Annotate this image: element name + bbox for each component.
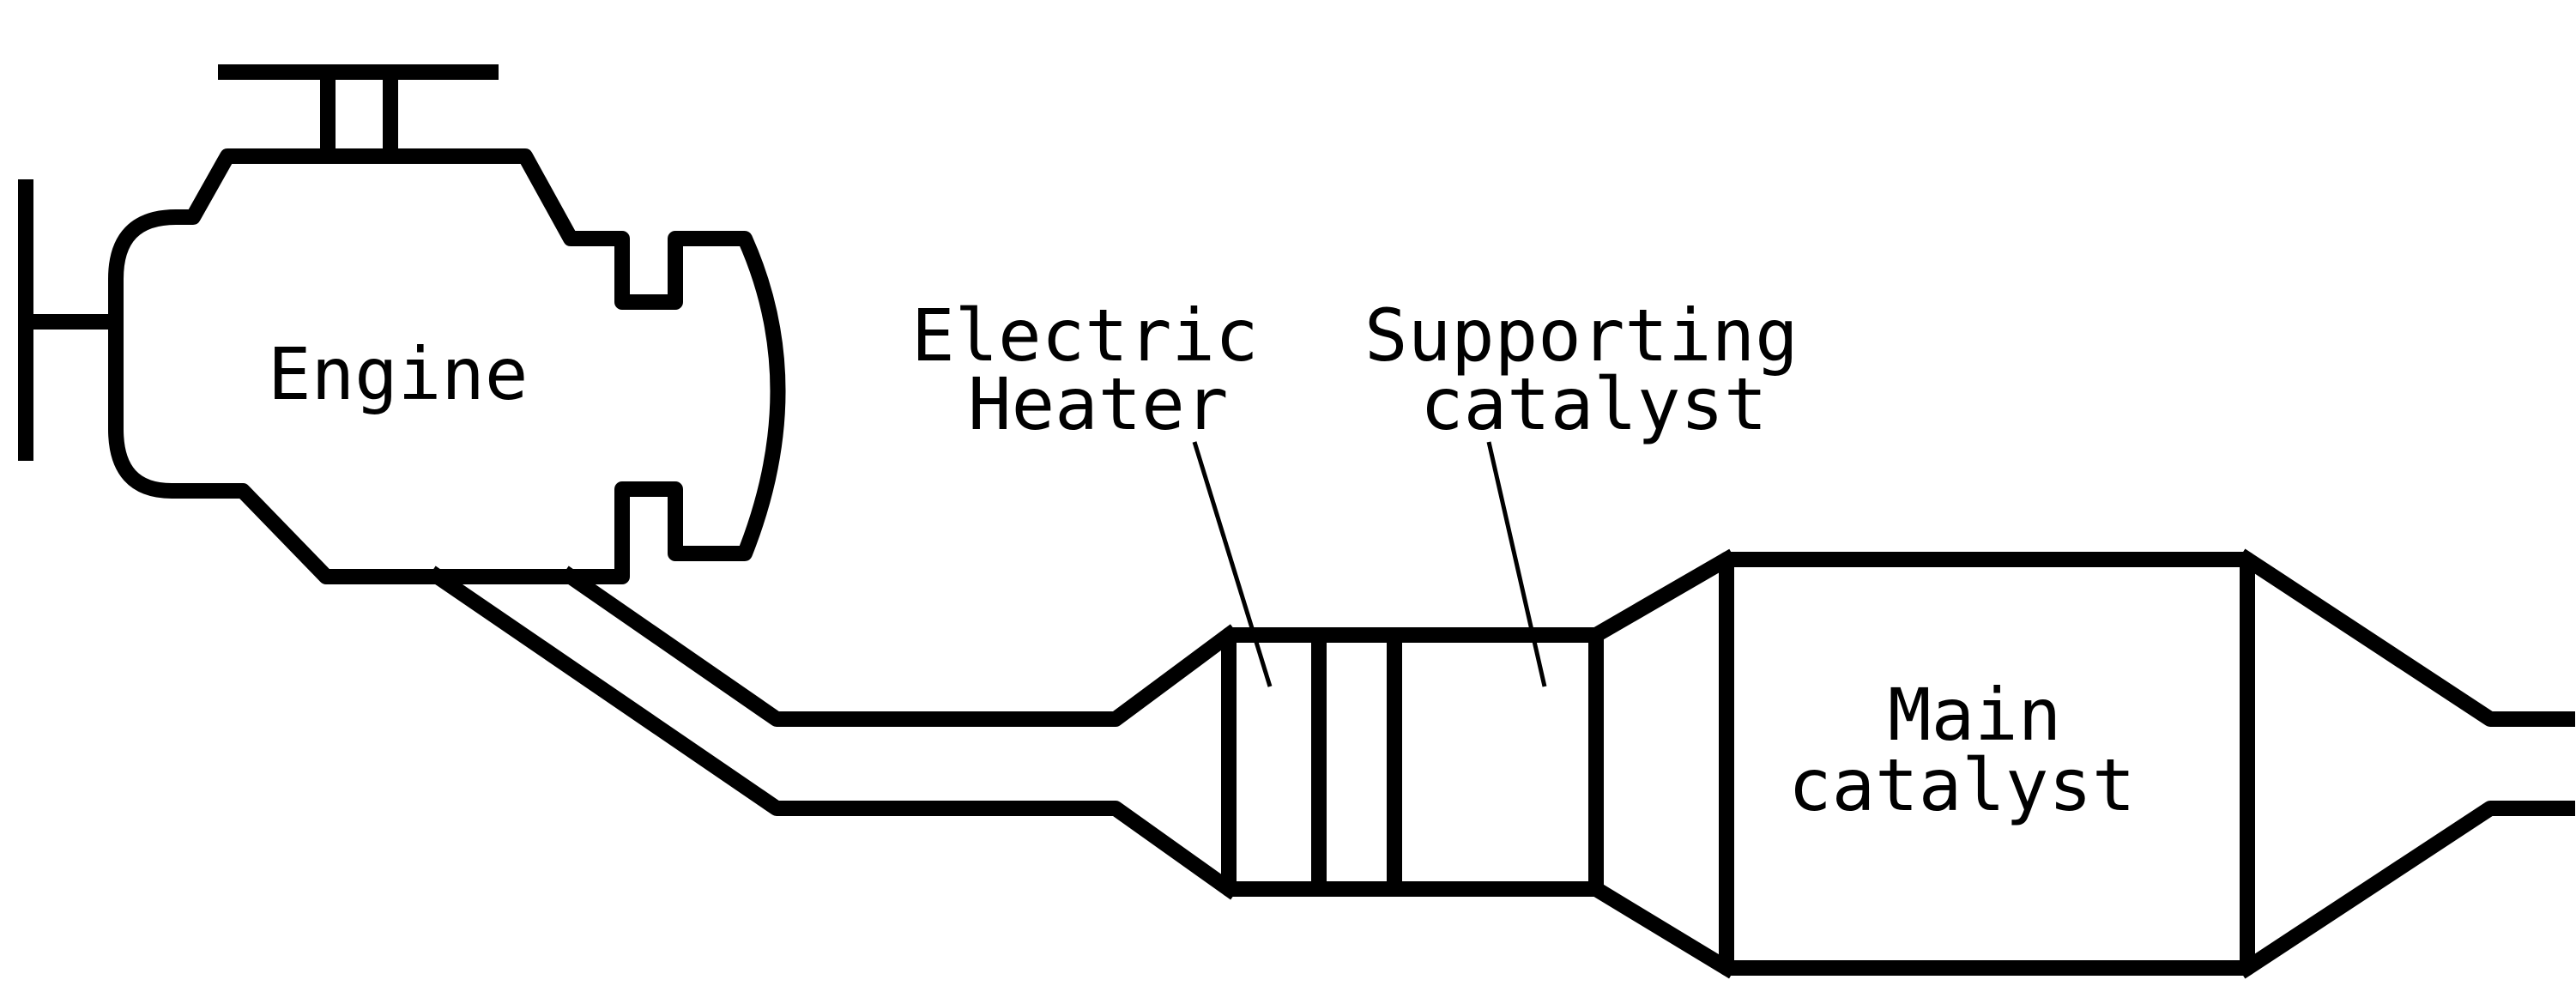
engine: Engine bbox=[18, 64, 786, 584]
engine-intake-cap bbox=[218, 64, 499, 164]
main-catalyst-label-line1: Main bbox=[1888, 673, 2061, 757]
engine-shaft bbox=[18, 179, 124, 461]
exhaust-pipe-upper bbox=[559, 566, 1240, 727]
inlet-cone bbox=[1585, 548, 1738, 979]
electric-heater-label-line2: Heater bbox=[968, 362, 1228, 446]
supporting-catalyst-label-line1: Supporting bbox=[1364, 293, 1799, 378]
supporting-catalyst-label-line2: catalyst bbox=[1420, 362, 1768, 446]
main-catalyst-label-line2: catalyst bbox=[1788, 743, 2136, 827]
engine-outline bbox=[108, 148, 786, 584]
exhaust-pipe-lower bbox=[426, 566, 1240, 900]
electric-heater-leader-line bbox=[1192, 441, 1273, 687]
main-catalyst-unit: Main catalyst bbox=[1585, 548, 2575, 979]
exhaust-pipe bbox=[426, 566, 1240, 900]
converter-housing bbox=[1221, 627, 1604, 897]
electric-heater-label-line1: Electric bbox=[911, 293, 1259, 378]
supporting-catalyst-leader-line bbox=[1486, 441, 1547, 687]
heater-supporting-catalyst-unit bbox=[1221, 627, 1604, 897]
main-catalyst-housing bbox=[1719, 552, 2255, 976]
outlet-cone bbox=[2236, 548, 2575, 979]
callouts: Electric Heater Supporting catalyst bbox=[911, 293, 1799, 687]
engine-label: Engine bbox=[268, 332, 528, 416]
